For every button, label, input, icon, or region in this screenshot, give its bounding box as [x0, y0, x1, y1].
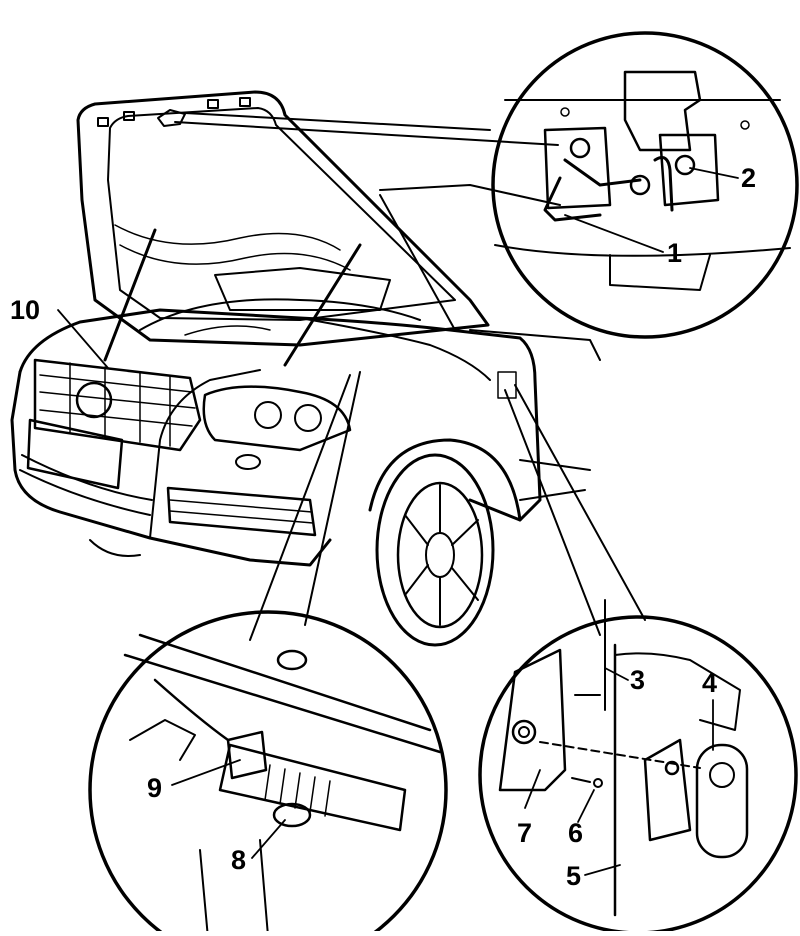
detail-emergency-release — [478, 599, 798, 935]
callout-4: 4 — [702, 668, 718, 698]
callout-10-leader — [57, 309, 109, 369]
callout-3: 3 — [630, 665, 646, 695]
callout-5: 5 — [566, 861, 582, 891]
vehicle-drawing — [10, 90, 646, 647]
callout-8: 8 — [231, 845, 247, 875]
detail-hood-latch — [491, 31, 799, 339]
callout-10: 10 — [10, 295, 41, 325]
raised-hood — [76, 90, 490, 367]
vehicle-body — [10, 184, 601, 647]
callout-2: 2 — [741, 163, 757, 193]
detail-leader-lines — [174, 112, 646, 641]
callout-1: 1 — [667, 238, 683, 268]
detail-release-cable — [88, 610, 448, 936]
callout-7: 7 — [517, 818, 533, 848]
callout-6: 6 — [568, 818, 584, 848]
callout-9: 9 — [147, 773, 163, 803]
